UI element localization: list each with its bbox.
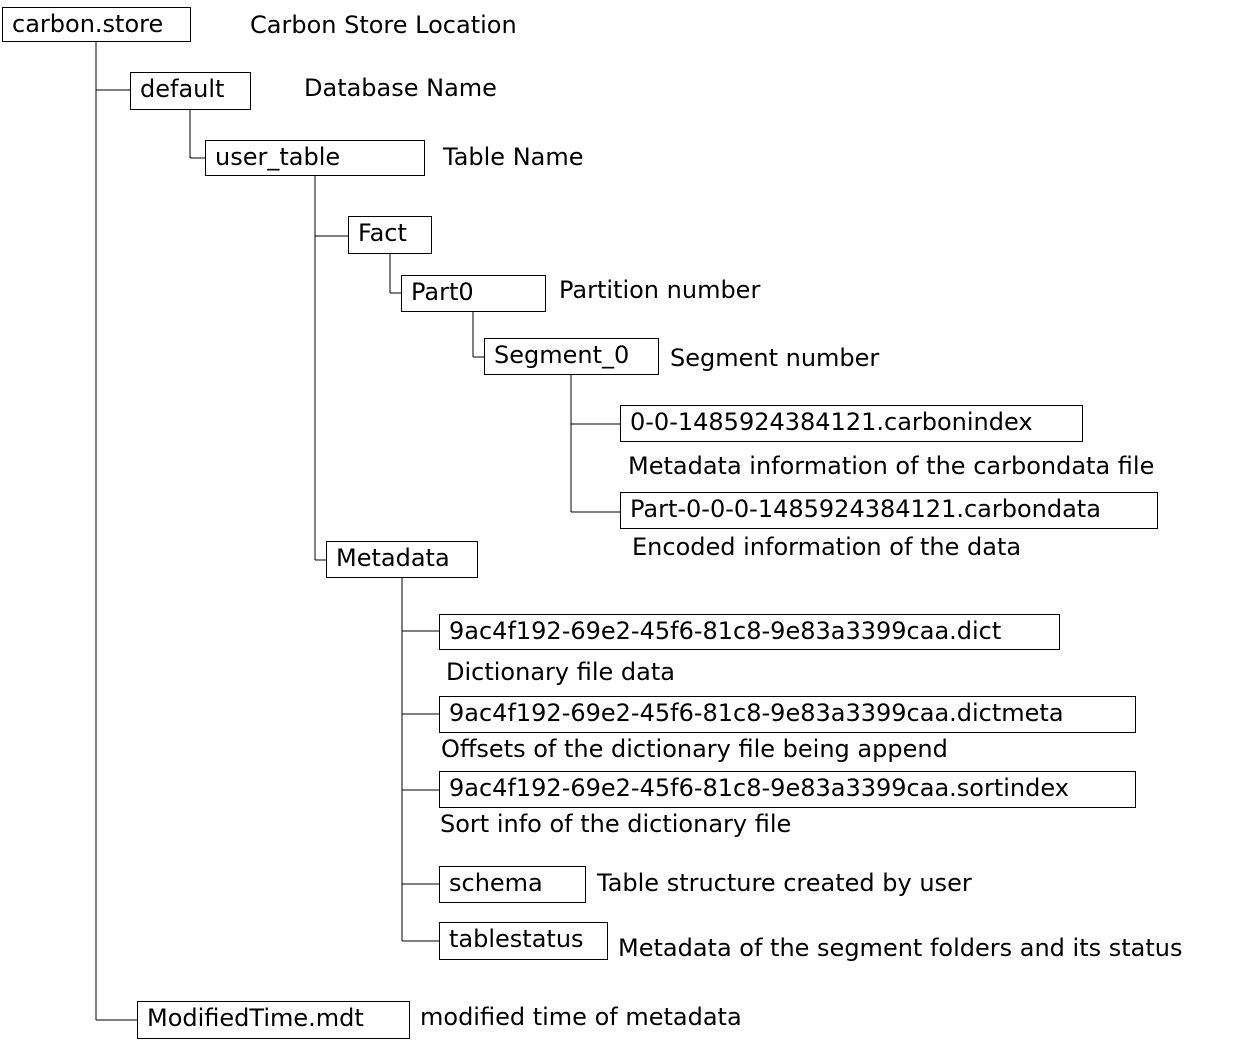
carbon-store-description: Carbon Store Location — [250, 11, 517, 39]
carbondata-description: Encoded information of the data — [632, 533, 1022, 561]
schema-description: Table structure created by user — [597, 869, 972, 897]
dictmeta-description: Offsets of the dictionary file being app… — [441, 735, 948, 763]
metadata-folder[interactable]: Metadata — [326, 541, 478, 578]
modifiedtime-file[interactable]: ModifiedTime.mdt — [137, 1001, 410, 1039]
tablestatus-file[interactable]: tablestatus — [439, 922, 608, 960]
carbon-store-folder[interactable]: carbon.store — [2, 7, 191, 42]
dict-description: Dictionary file data — [446, 658, 675, 686]
sortindex-description: Sort info of the dictionary file — [440, 810, 792, 838]
partition-folder[interactable]: Part0 — [401, 275, 546, 312]
database-description: Database Name — [304, 74, 497, 102]
schema-file[interactable]: schema — [439, 866, 586, 903]
partition-description: Partition number — [559, 276, 761, 304]
table-description: Table Name — [443, 143, 584, 171]
carbondata-file[interactable]: Part-0-0-0-1485924384121.carbondata — [620, 492, 1158, 529]
sortindex-file[interactable]: 9ac4f192-69e2-45f6-81c8-9e83a3399caa.sor… — [439, 771, 1136, 808]
carbonindex-file[interactable]: 0-0-1485924384121.carbonindex — [620, 405, 1083, 442]
table-folder[interactable]: user_table — [205, 140, 425, 176]
carbonindex-description: Metadata information of the carbondata f… — [628, 452, 1155, 480]
database-folder[interactable]: default — [130, 72, 251, 110]
segment-folder[interactable]: Segment_0 — [484, 338, 659, 375]
dictmeta-file[interactable]: 9ac4f192-69e2-45f6-81c8-9e83a3399caa.dic… — [439, 696, 1136, 733]
segment-description: Segment number — [670, 344, 880, 372]
tablestatus-description: Metadata of the segment folders and its … — [618, 934, 1183, 962]
dict-file[interactable]: 9ac4f192-69e2-45f6-81c8-9e83a3399caa.dic… — [439, 614, 1060, 650]
fact-folder[interactable]: Fact — [348, 216, 432, 254]
modifiedtime-description: modified time of metadata — [420, 1003, 742, 1031]
